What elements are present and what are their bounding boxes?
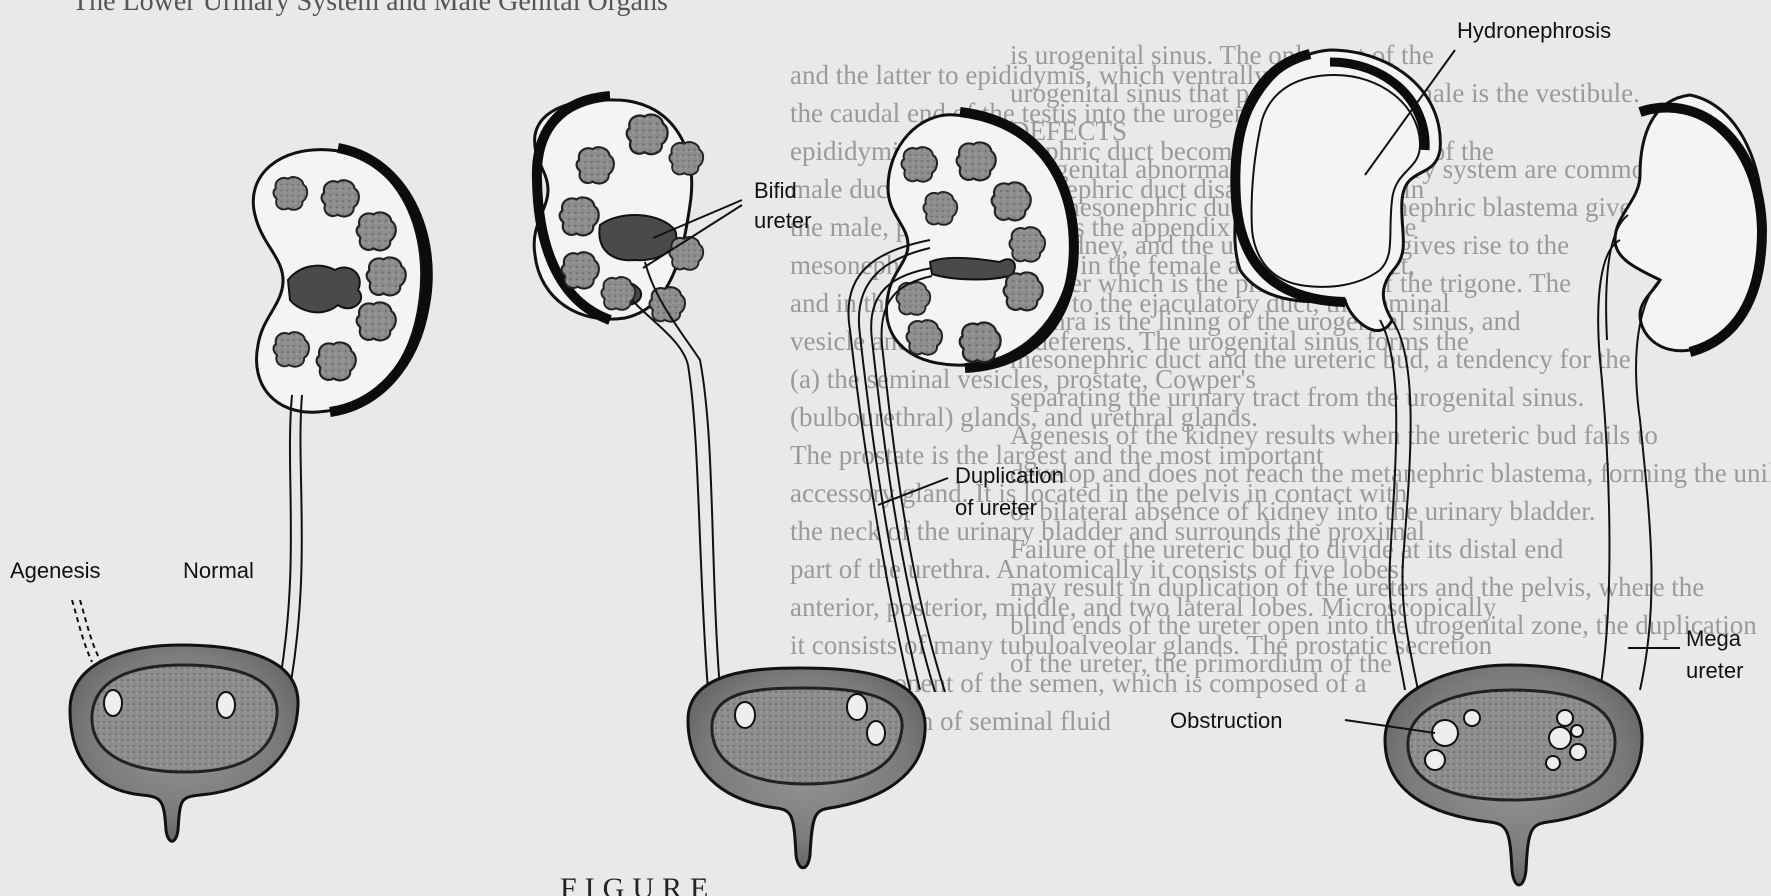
calyx <box>960 323 1001 363</box>
calyx <box>367 257 406 295</box>
calyx <box>1010 227 1046 261</box>
label-agenesis: Agenesis <box>10 558 101 583</box>
ureteric-orifice <box>867 721 885 745</box>
calyx <box>992 182 1031 220</box>
obstruction-cyst <box>1557 710 1573 726</box>
obstruction-cyst <box>1432 720 1458 746</box>
label-duplication: Duplication <box>955 463 1064 488</box>
ureteric-orifice <box>847 694 867 720</box>
hydronephrosis-group: Hydronephrosis Mega ureter Obstruction <box>1170 18 1763 885</box>
obstruction-cyst <box>1571 725 1583 737</box>
obstruction-cyst <box>1549 727 1571 749</box>
ureteric-orifice <box>104 690 122 716</box>
calyx <box>669 237 703 270</box>
normal-ureter <box>280 395 292 680</box>
calyx <box>577 147 614 183</box>
duplication-group: Duplication of ureter <box>688 112 1074 868</box>
bifid-ureter-group: Bifid ureter <box>534 96 811 690</box>
calyx <box>669 142 703 175</box>
calyx <box>627 115 668 155</box>
label-mega: Mega <box>1686 626 1742 651</box>
calyx <box>560 197 599 235</box>
calyx <box>273 177 307 210</box>
figure-caption: FIGURE <box>560 872 716 896</box>
obstruction-cyst <box>1464 710 1480 726</box>
calyx <box>650 287 686 321</box>
calyx <box>357 302 396 340</box>
obstruction-cyst <box>1570 744 1586 760</box>
calyx <box>896 282 930 315</box>
calyx <box>902 147 938 181</box>
label-bifid-ureter: ureter <box>754 208 811 233</box>
label-normal: Normal <box>183 558 254 583</box>
calyx <box>1004 272 1043 310</box>
normal-renal-pelvis <box>288 266 361 313</box>
label-of-ureter: of ureter <box>955 495 1037 520</box>
label-hydronephrosis: Hydronephrosis <box>1457 18 1611 43</box>
calyx <box>317 342 356 380</box>
label-mega-ureter: ureter <box>1686 658 1743 683</box>
calyx <box>357 212 396 250</box>
calyx <box>907 320 943 354</box>
hydronephrosis-ureter <box>1392 320 1418 690</box>
duplication-pelvis <box>930 258 1015 280</box>
calyx <box>957 142 996 180</box>
calyx <box>274 332 310 366</box>
normal-kidney-group: Agenesis Normal <box>10 148 428 841</box>
calyx <box>923 192 957 225</box>
calyx <box>562 252 599 288</box>
ureteric-orifice <box>735 702 755 728</box>
obstruction-cyst <box>1425 750 1445 770</box>
calyx <box>322 180 359 216</box>
label-bifid: Bifid <box>754 178 797 203</box>
ureteric-orifice <box>217 692 235 718</box>
bifid-ureter <box>645 262 720 690</box>
calyx <box>601 277 635 310</box>
obstruction-cyst <box>1546 756 1560 770</box>
duplication-leader <box>878 478 948 505</box>
normal-bladder-lining <box>92 665 277 772</box>
label-obstruction: Obstruction <box>1170 708 1283 733</box>
